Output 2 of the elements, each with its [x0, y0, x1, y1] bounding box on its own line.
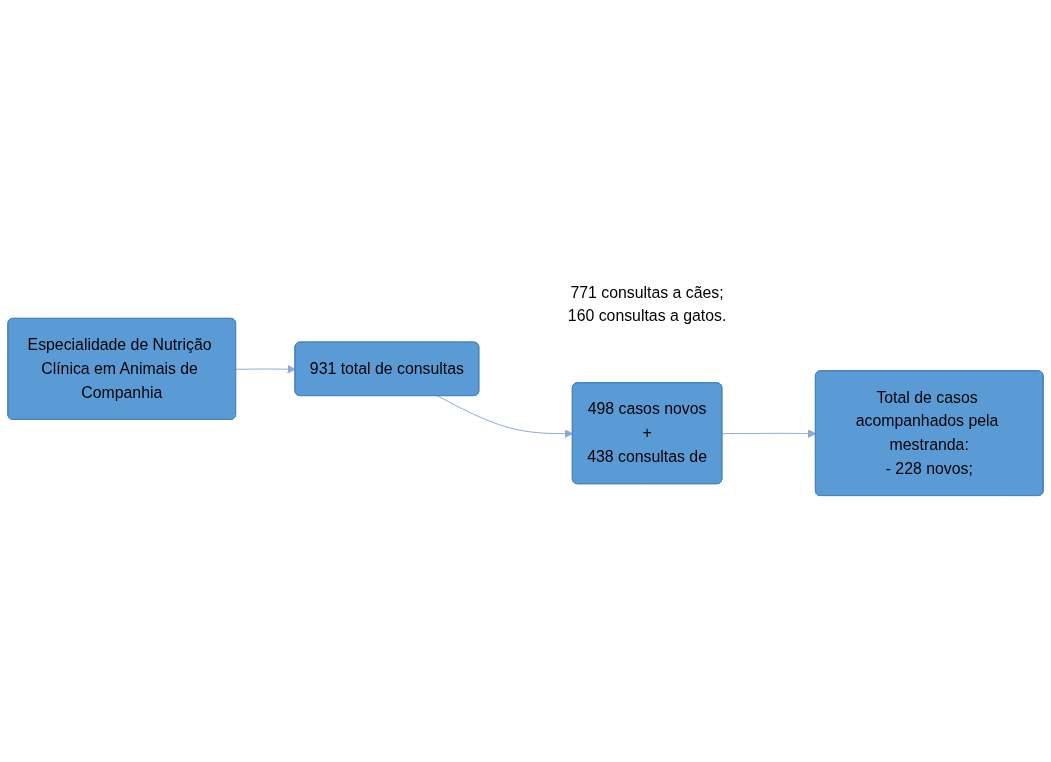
node-label: 160 consultas a gatos.: [567, 307, 727, 325]
node-label: 771 consultas a cães;: [570, 284, 724, 301]
